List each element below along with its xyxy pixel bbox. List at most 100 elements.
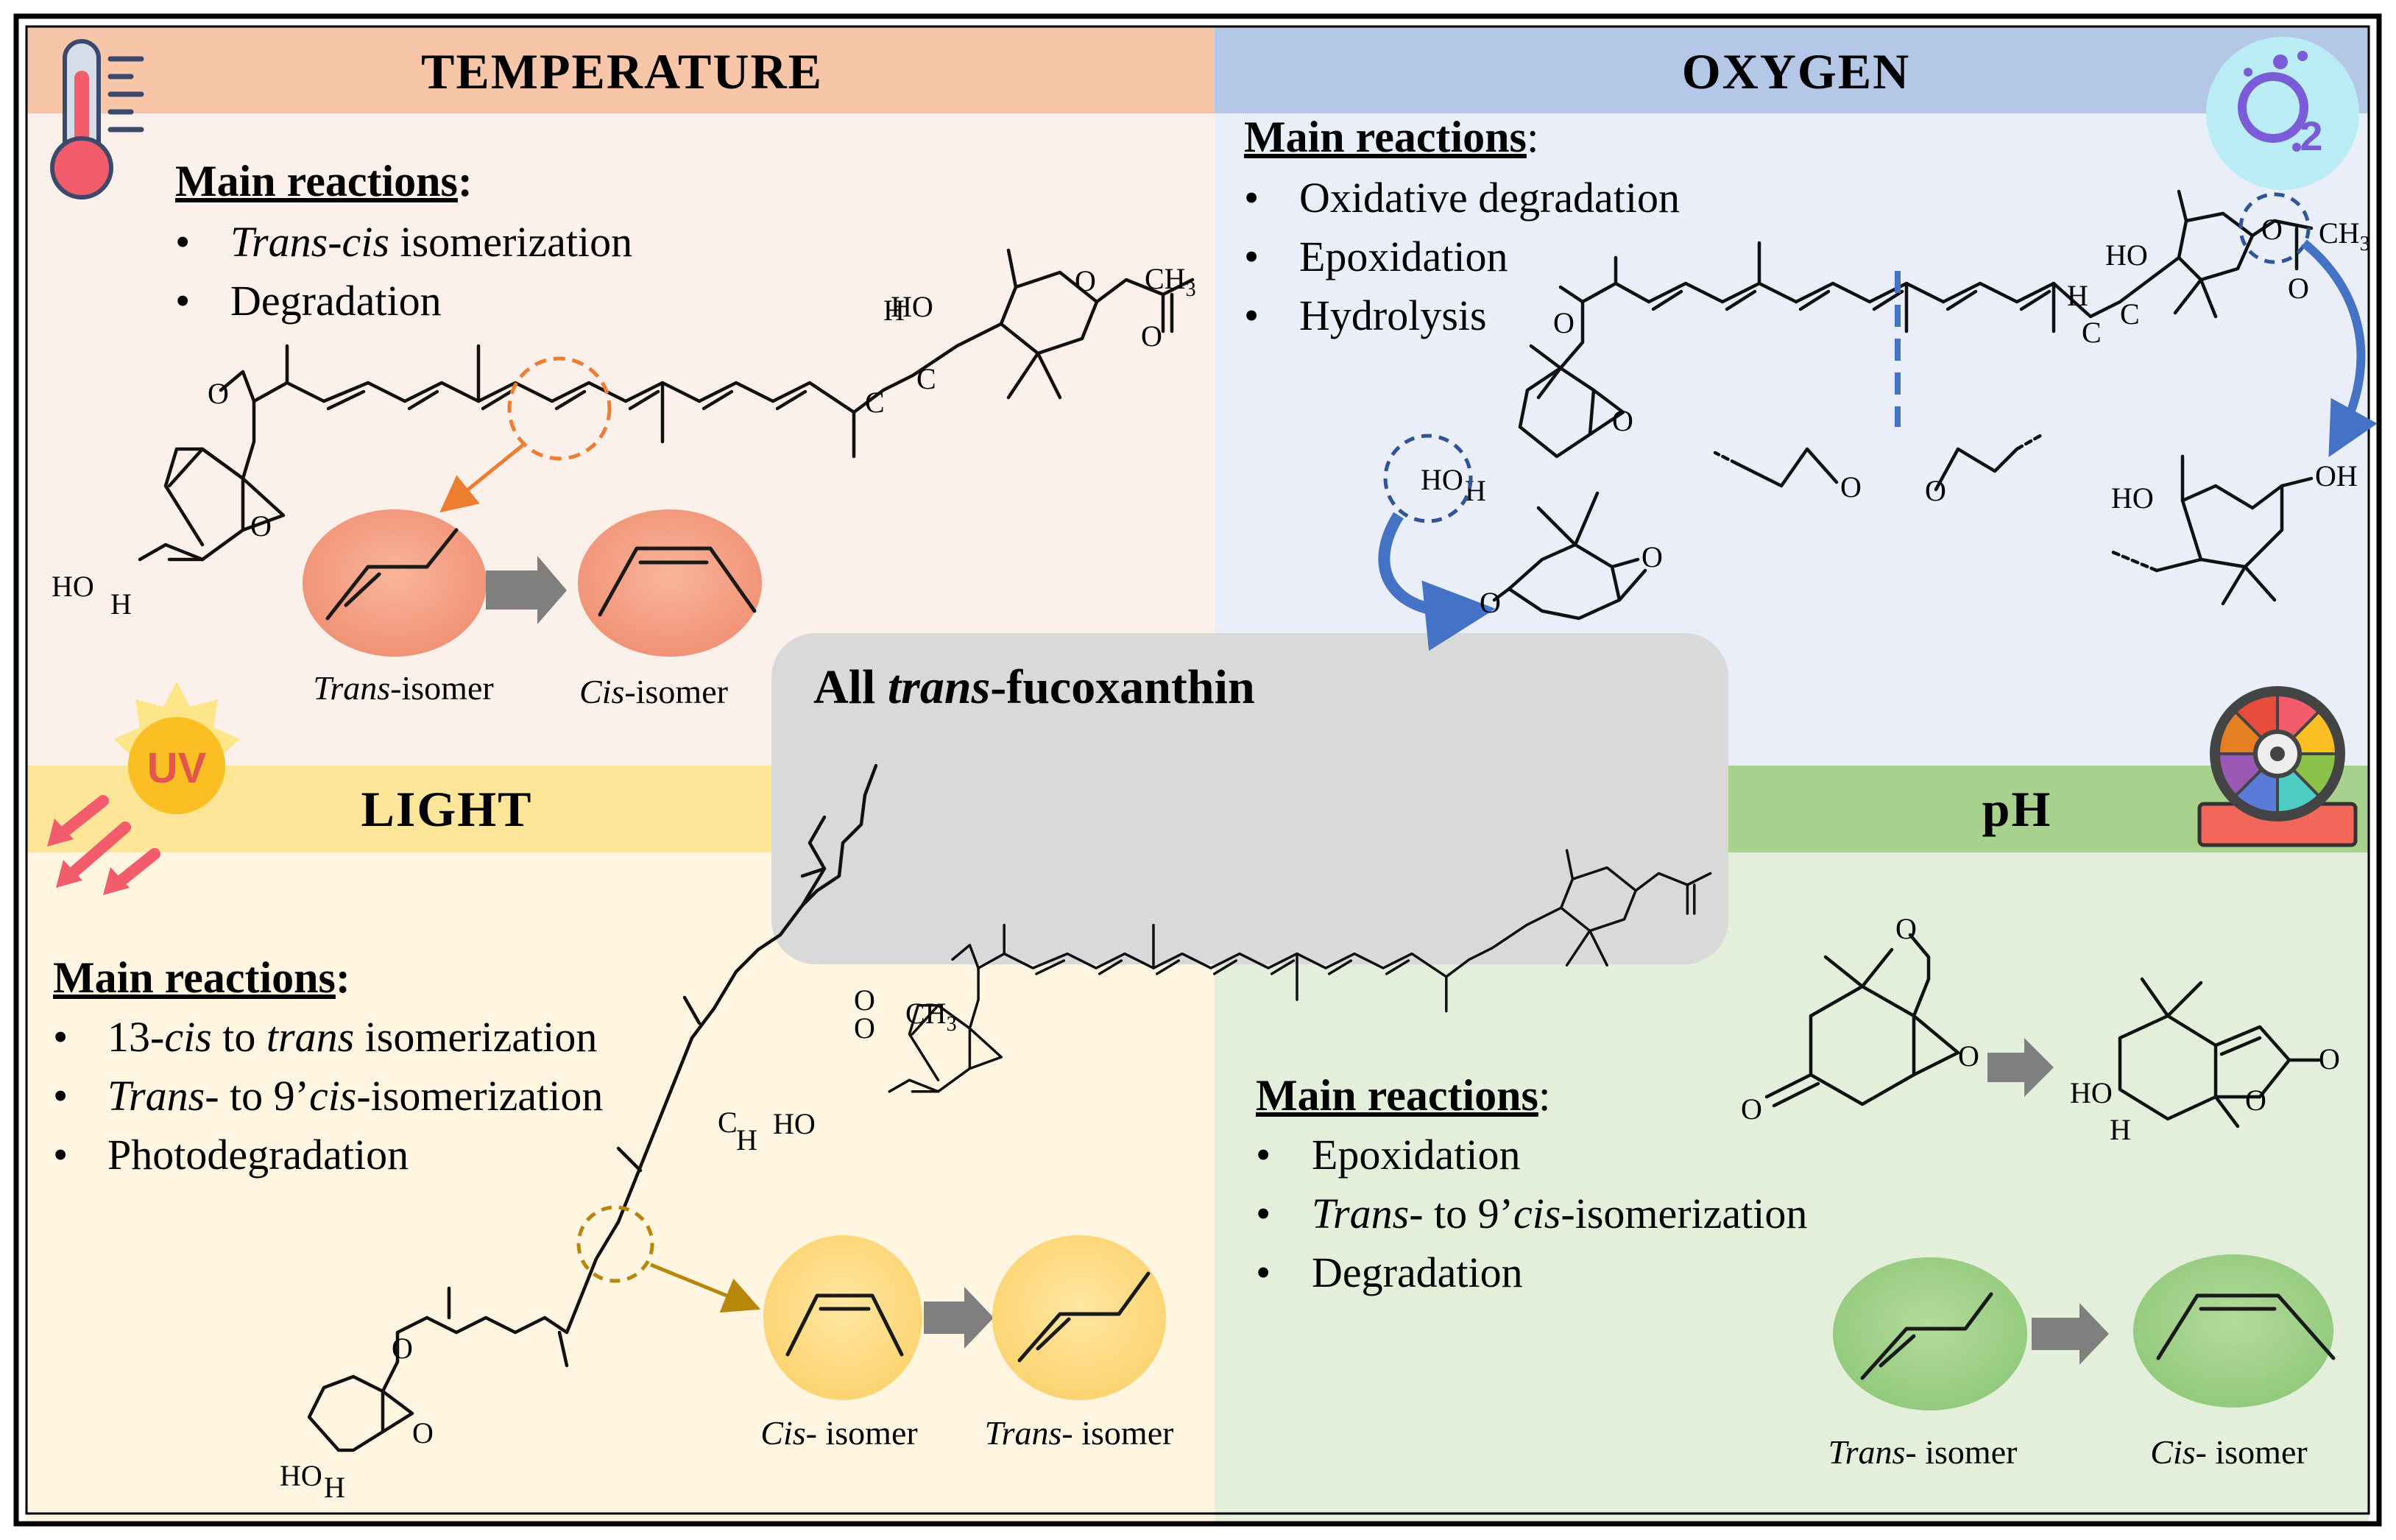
svg-text:O: O xyxy=(1958,1039,1979,1073)
temperature-highlight-circle xyxy=(507,356,612,461)
ph-epoxy-ketone-structure: O O O xyxy=(1741,912,1979,1126)
oxygen-reactions: Main reactions: • Oxidative degradation •… xyxy=(1244,113,1680,339)
light-trans-caption: Trans- isomer xyxy=(985,1414,1174,1452)
svg-text:O: O xyxy=(1612,404,1633,437)
svg-text:O: O xyxy=(2288,272,2309,305)
light-highlight-circle xyxy=(576,1205,654,1283)
temperature-gray-arrow xyxy=(486,556,567,624)
oxygen-molecule-atoms: O O HO H H C C HO O O CH3 xyxy=(1421,213,2370,507)
svg-text:•: • xyxy=(53,1013,68,1061)
oxygen-header-band xyxy=(1215,27,2369,113)
oxygen-product-diol: HO OH xyxy=(2110,454,2358,606)
svg-text:Main reactions:: Main reactions: xyxy=(175,157,473,205)
svg-text:C: C xyxy=(2120,297,2140,331)
svg-text:Main reactions:: Main reactions: xyxy=(53,953,350,1002)
ph-trans-isomer-bubble xyxy=(1833,1257,2027,1410)
svg-text:O: O xyxy=(412,1416,434,1449)
svg-text:O: O xyxy=(1925,474,1946,507)
svg-text:OH: OH xyxy=(2315,459,2358,492)
uv-sun-icon: UV xyxy=(47,682,240,895)
svg-text:UV: UV xyxy=(147,744,207,792)
oxygen-curved-arrow-right xyxy=(2301,239,2378,458)
oxygen-fucoxanthin-structure xyxy=(1518,189,2314,459)
oxygen-molecule-icon: 2 xyxy=(2206,37,2359,190)
light-pointer-arrow xyxy=(650,1262,761,1313)
oxygen-hydroxyl-highlight xyxy=(1383,434,1473,523)
light-header: LIGHT xyxy=(361,781,533,837)
ph-color-wheel-icon xyxy=(2197,686,2358,847)
svg-text:H: H xyxy=(110,587,132,621)
svg-text:O: O xyxy=(392,1332,413,1365)
svg-text:Trans-cis isomerization: Trans-cis isomerization xyxy=(230,218,632,266)
svg-text:HO: HO xyxy=(773,1107,816,1140)
svg-text:•: • xyxy=(1244,174,1259,222)
oxygen-header: OXYGEN xyxy=(1682,43,1910,99)
light-fucoxanthin-structure xyxy=(307,763,878,1452)
temperature-header-band xyxy=(26,27,1215,113)
temperature-trans-isomer-bubble xyxy=(303,509,487,657)
svg-text:Oxidative degradation: Oxidative degradation xyxy=(1299,174,1680,222)
oxygen-product-ketone: O O xyxy=(1480,491,1663,621)
svg-text:•: • xyxy=(1244,233,1259,280)
svg-text:CH3: CH3 xyxy=(1145,262,1196,301)
oxygen-curved-arrow-left xyxy=(1378,512,1496,651)
svg-text:•: • xyxy=(1256,1248,1271,1296)
svg-text:HO: HO xyxy=(1421,463,1463,496)
ph-gray-arrow-top xyxy=(1987,1038,2054,1097)
inner-frame xyxy=(25,25,2370,1515)
svg-text:•: • xyxy=(53,1072,68,1120)
svg-text:O: O xyxy=(1553,306,1575,339)
svg-text:O: O xyxy=(250,509,272,543)
thermometer-icon xyxy=(50,39,144,199)
trans-double-bond-icon xyxy=(325,528,459,621)
svg-text:2: 2 xyxy=(2300,113,2322,159)
svg-text:Epoxidation: Epoxidation xyxy=(1312,1131,1521,1179)
svg-text:HO: HO xyxy=(891,290,933,323)
svg-text:O: O xyxy=(1075,264,1096,297)
light-reactions: Main reactions: • 13-cis to trans isomer… xyxy=(53,953,603,1179)
svg-text:C: C xyxy=(718,1106,738,1139)
svg-text:O: O xyxy=(1840,470,1862,504)
svg-text:Trans- to 9’cis-isomerization: Trans- to 9’cis-isomerization xyxy=(1312,1190,1807,1237)
svg-text:O: O xyxy=(854,1011,875,1045)
svg-text:Hydrolysis: Hydrolysis xyxy=(1299,292,1487,339)
ph-reactions: Main reactions: •Epoxidation • Trans- to… xyxy=(1256,1071,1807,1296)
svg-text:Trans- to 9’cis-isomerization: Trans- to 9’cis-isomerization xyxy=(107,1072,603,1120)
svg-text:CH3: CH3 xyxy=(905,997,957,1036)
svg-text:O: O xyxy=(1741,1092,1762,1126)
svg-text:O: O xyxy=(2245,1084,2266,1117)
light-cis-caption: Cis- isomer xyxy=(760,1414,917,1452)
svg-text:HO: HO xyxy=(2070,1076,2113,1109)
oxygen-ester-highlight xyxy=(2238,192,2311,264)
temperature-molecule-atoms: O O HO H H C C HO O O CH3 xyxy=(52,262,1196,621)
svg-text:C: C xyxy=(2082,316,2102,349)
svg-text:•: • xyxy=(1256,1190,1271,1237)
light-gray-arrow xyxy=(924,1287,994,1349)
svg-text:O: O xyxy=(1895,912,1917,945)
svg-text:Photodegradation: Photodegradation xyxy=(107,1131,409,1179)
svg-text:O: O xyxy=(854,983,875,1017)
svg-text:H: H xyxy=(736,1123,757,1156)
svg-text:•: • xyxy=(1256,1131,1271,1179)
ph-cis-caption: Cis- isomer xyxy=(2150,1433,2307,1471)
ph-trans-caption: Trans- isomer xyxy=(1828,1433,2018,1471)
svg-text:•: • xyxy=(1244,292,1259,339)
temperature-reactions: Main reactions: • Trans-cis isomerizatio… xyxy=(175,157,632,325)
svg-text:HO: HO xyxy=(280,1459,322,1492)
svg-text:13-cis to trans isomerization: 13-cis to trans isomerization xyxy=(107,1013,597,1061)
temperature-header: TEMPERATURE xyxy=(421,43,823,99)
svg-text:•: • xyxy=(53,1131,68,1179)
svg-text:O: O xyxy=(2261,213,2283,246)
svg-text:Degradation: Degradation xyxy=(1312,1248,1523,1296)
temperature-cis-isomer-bubble xyxy=(578,509,762,657)
ph-lactone-structure: HO H O O xyxy=(2070,977,2340,1146)
cis-double-bond-icon xyxy=(598,546,757,617)
svg-text:•: • xyxy=(175,277,190,325)
svg-text:C: C xyxy=(865,386,885,419)
svg-text:O: O xyxy=(208,377,229,410)
center-title: All trans-fucoxanthin xyxy=(813,660,1255,714)
svg-text:Main reactions:: Main reactions: xyxy=(1244,113,1539,161)
svg-text:O: O xyxy=(1480,586,1501,619)
center-box xyxy=(771,633,1728,964)
